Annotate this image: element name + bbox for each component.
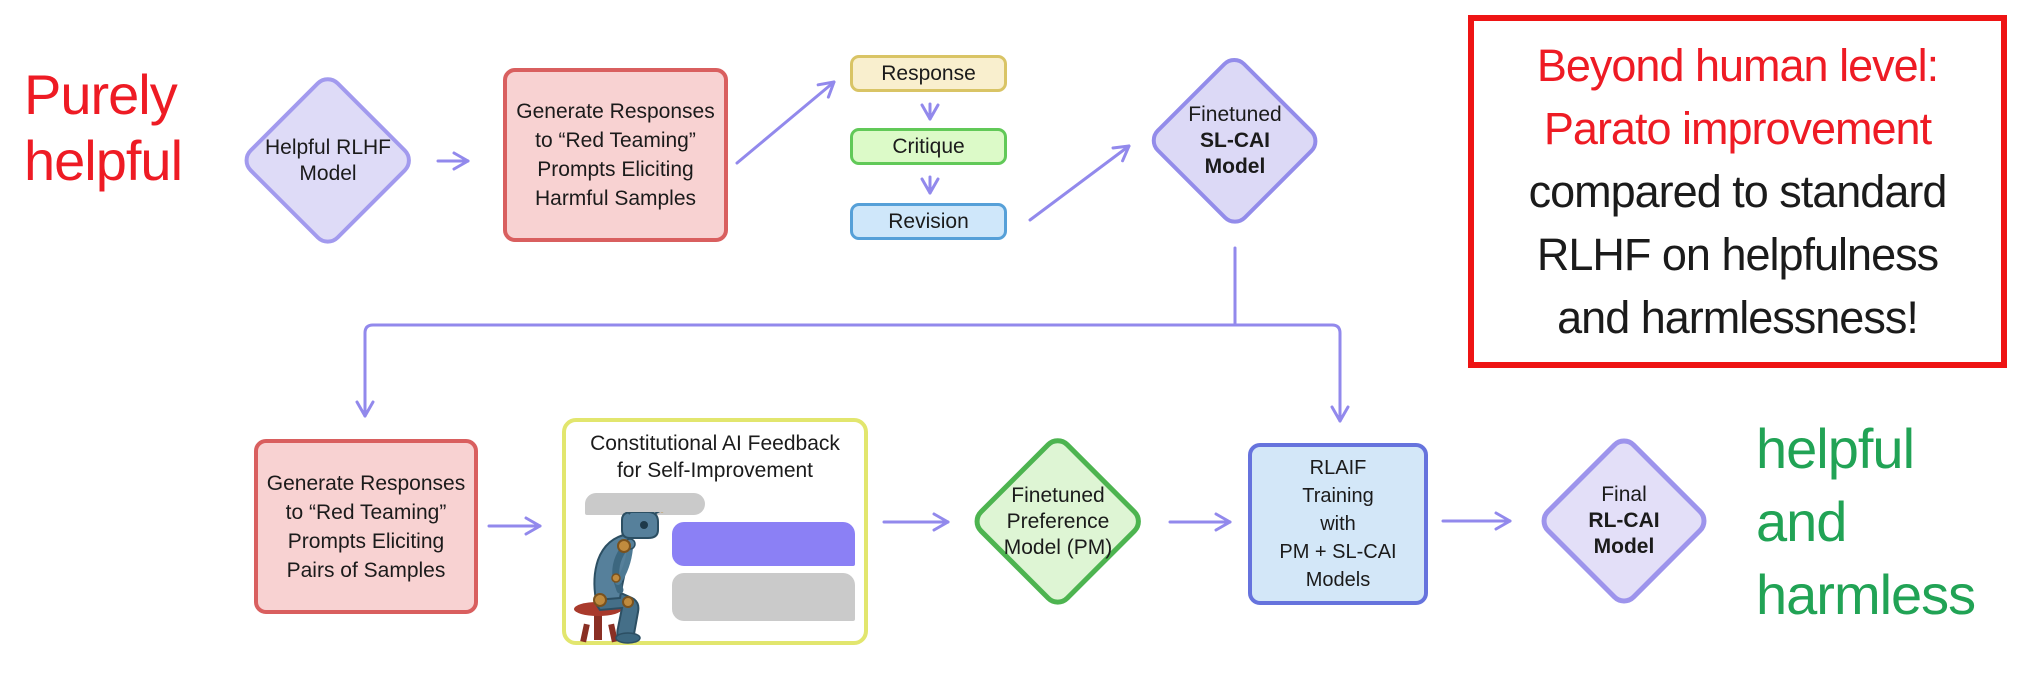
note-line: Parato improvement xyxy=(1543,103,1932,154)
diamond-finetuned-preference-model: Finetuned Preference Model (PM) xyxy=(968,432,1148,612)
chat-bubble-purple xyxy=(672,522,855,566)
note-line: Purely xyxy=(24,63,178,126)
diamond-helpful-rlhf-model: Helpful RLHF Model xyxy=(238,71,418,251)
diamond-final-rl-cai-model: Final RL-CAI Model xyxy=(1535,432,1713,610)
box-constitutional-ai-feedback: Constitutional AI Feedback for Self-Impr… xyxy=(562,418,868,645)
note-line: helpful xyxy=(24,129,183,192)
cai-feedback-title: Constitutional AI Feedback for Self-Impr… xyxy=(590,432,840,482)
note-beyond-human-level: Beyond human level: Parato improvement c… xyxy=(1468,15,2007,368)
node-label: Finetuned SL-CAI Model xyxy=(1188,103,1282,178)
note-line: helpful xyxy=(1756,417,1915,480)
note-purely-helpful: Purely helpful xyxy=(24,62,183,194)
note-helpful-and-harmless: helpful and harmless xyxy=(1756,412,1976,631)
box-rlaif-training: RLAIF Training with PM + SL-CAI Models xyxy=(1248,443,1428,605)
diamond-finetuned-sl-cai-model: Finetuned SL-CAI Model xyxy=(1145,52,1325,230)
node-label: Finetuned Preference Model (PM) xyxy=(1003,484,1113,559)
box-generate-pairs-of-samples: Generate Responses to “Red Teaming” Prom… xyxy=(254,439,478,614)
note-line: compared to standard xyxy=(1528,166,1948,217)
note-line: Beyond human level: xyxy=(1536,40,1939,91)
thinker-robot-image xyxy=(574,512,664,644)
chat-bubble-gray-small xyxy=(585,493,705,515)
note-line: and xyxy=(1756,490,1847,553)
card-response: Response xyxy=(850,55,1011,96)
chat-bubble-gray-large xyxy=(672,573,855,621)
box-generate-harmful-samples: Generate Responses to “Red Teaming” Prom… xyxy=(503,68,728,242)
node-label: Helpful RLHF Model xyxy=(264,136,392,185)
note-line: RLHF on helpfulness xyxy=(1536,229,1939,280)
node-label: Final RL-CAI Model xyxy=(1588,483,1660,558)
card-revision: Revision xyxy=(850,203,1011,244)
note-line: harmless xyxy=(1756,563,1976,626)
card-critique: Critique xyxy=(850,128,1011,169)
note-line: and harmlessness! xyxy=(1557,292,1919,343)
